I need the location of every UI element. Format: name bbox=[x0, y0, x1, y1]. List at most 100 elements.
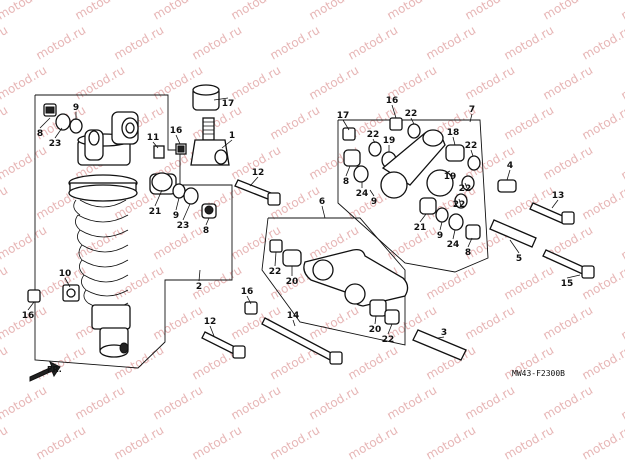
callout-leader bbox=[439, 221, 443, 231]
watermark-text: motod.ru bbox=[619, 303, 625, 343]
watermark-text: motod.ru bbox=[580, 183, 625, 223]
watermark-text: motod.ru bbox=[424, 23, 479, 63]
watermark-text: motod.ru bbox=[580, 23, 625, 63]
callout-number: 9 bbox=[371, 197, 377, 207]
callout-number: 16 bbox=[241, 287, 254, 297]
callout-leader bbox=[342, 119, 350, 131]
watermark-text: motod.ru bbox=[541, 0, 596, 23]
watermark-text: motod.ru bbox=[385, 383, 440, 423]
watermark-text: motod.ru bbox=[541, 143, 596, 183]
watermark-text: motod.ru bbox=[385, 223, 440, 263]
watermark-text: motod.ru bbox=[0, 223, 49, 263]
diagram-code: MW43-F2300B bbox=[512, 369, 565, 378]
callout-leader bbox=[551, 199, 559, 209]
callout-number: 20 bbox=[286, 277, 299, 287]
callout-number: 2 bbox=[196, 282, 202, 292]
callout-number: 8 bbox=[203, 226, 209, 236]
watermark-text: motod.ru bbox=[307, 0, 362, 23]
watermark-text: motod.ru bbox=[73, 63, 128, 103]
watermark-text: motod.ru bbox=[0, 183, 10, 223]
callout-leader bbox=[458, 198, 462, 207]
callout-leader bbox=[292, 319, 296, 327]
watermark-text: motod.ru bbox=[190, 183, 245, 223]
shock-arm-7 bbox=[342, 117, 481, 240]
watermark-text: motod.ru bbox=[0, 423, 10, 463]
callout-number: 19 bbox=[383, 136, 396, 146]
callout-leader bbox=[274, 251, 277, 267]
callout-number: 12 bbox=[252, 168, 265, 178]
watermark-text: motod.ru bbox=[229, 63, 284, 103]
callout-leader bbox=[154, 189, 163, 207]
callout-number: 17 bbox=[337, 111, 350, 121]
callout-number: 8 bbox=[465, 248, 471, 258]
callout-number: 15 bbox=[561, 279, 574, 289]
watermark-text: motod.ru bbox=[268, 103, 323, 143]
callout-number: 23 bbox=[177, 221, 190, 231]
callout-number: 12 bbox=[204, 317, 217, 327]
callout-leader bbox=[54, 127, 63, 139]
callout-number: 14 bbox=[287, 311, 300, 321]
callout-leader bbox=[410, 117, 415, 125]
watermark-text: motod.ru bbox=[541, 303, 596, 343]
watermark-text: motod.ru bbox=[580, 423, 625, 463]
callout-leader bbox=[372, 138, 376, 144]
watermark-text: motod.ru bbox=[73, 223, 128, 263]
watermark-text: motod.ru bbox=[112, 423, 167, 463]
callout-leader bbox=[209, 325, 215, 337]
watermark-text: motod.ru bbox=[151, 383, 206, 423]
watermark-text: motod.ru bbox=[34, 23, 89, 63]
callout-number: 9 bbox=[437, 231, 443, 241]
callout-number: 18 bbox=[447, 128, 460, 138]
watermark-text: motod.ru bbox=[307, 63, 362, 103]
watermark-text: motod.ru bbox=[502, 263, 557, 303]
watermark-text: motod.ru bbox=[502, 423, 557, 463]
callout-number: 4 bbox=[507, 161, 513, 171]
callout-leader bbox=[175, 134, 181, 145]
callout-leader bbox=[469, 113, 473, 123]
watermark-text: motod.ru bbox=[73, 383, 128, 423]
watermark-text: motod.ru bbox=[0, 303, 49, 343]
watermark-text: motod.ru bbox=[190, 423, 245, 463]
callout-leader bbox=[506, 169, 511, 181]
watermark-text: motod.ru bbox=[619, 223, 625, 263]
watermark-text: motod.ru bbox=[0, 143, 49, 183]
callout-leader bbox=[566, 274, 581, 279]
group-outlines bbox=[34, 94, 489, 369]
callout-number: 3 bbox=[441, 328, 447, 338]
watermark-text: motod.ru bbox=[151, 0, 206, 23]
callout-leader bbox=[249, 176, 259, 187]
callout-leader bbox=[470, 149, 474, 157]
callout-number: 7 bbox=[469, 105, 475, 115]
parts-misc bbox=[27, 84, 595, 365]
callout-number: 8 bbox=[343, 177, 349, 187]
watermark-text: motod.ru bbox=[268, 423, 323, 463]
callout-leader bbox=[246, 295, 252, 305]
callout-number: 24 bbox=[356, 189, 369, 199]
watermark-text: motod.ru bbox=[0, 63, 49, 103]
callout-leader bbox=[464, 182, 468, 189]
callout-leader bbox=[369, 189, 375, 197]
watermark-text: motod.ru bbox=[307, 383, 362, 423]
watermark-text: motod.ru bbox=[424, 263, 479, 303]
callout-number: 5 bbox=[516, 254, 522, 264]
callout-number: 11 bbox=[147, 133, 160, 143]
callout-number: 13 bbox=[552, 191, 565, 201]
watermark-text: motod.ru bbox=[0, 383, 49, 423]
watermark-text: motod.ru bbox=[229, 383, 284, 423]
callout-number: 22 bbox=[453, 200, 466, 210]
front-label: FR. bbox=[47, 365, 62, 374]
callout-number: 16 bbox=[170, 126, 183, 136]
callout-number: 20 bbox=[369, 325, 382, 335]
callout-leader bbox=[221, 139, 233, 149]
callout-number: 8 bbox=[37, 129, 43, 139]
watermark-text: motod.ru bbox=[229, 0, 284, 23]
watermark-text: motod.ru bbox=[619, 383, 625, 423]
callout-leader bbox=[27, 301, 35, 311]
callout-number: 16 bbox=[386, 96, 399, 106]
watermark-text: motod.ru bbox=[0, 263, 10, 303]
callout-number: 16 bbox=[22, 311, 35, 321]
callout-number: 22 bbox=[459, 184, 472, 194]
callout-leader bbox=[198, 269, 201, 282]
